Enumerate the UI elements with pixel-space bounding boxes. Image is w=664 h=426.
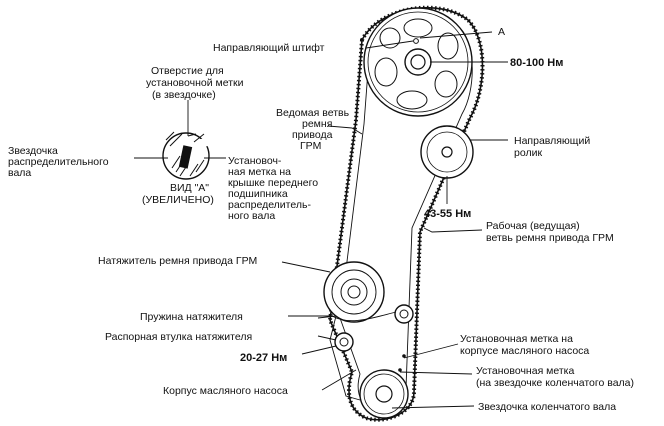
label-cam-sprocket-1: Звездочка [8,145,58,157]
label-guide-pin: Направляющий штифт [213,42,325,54]
label-cam-torque: 80-100 Нм [510,57,563,69]
label-mark-cover-5: распределитель- [228,199,311,211]
oil-pump-timing-mark [402,354,406,358]
label-tensioner-spring: Пружина натяжителя [140,311,243,323]
label-view-a-2: (УВЕЛИЧЕНО) [142,194,214,206]
label-tight-1: Рабочая (ведущая) [486,220,580,232]
label-idler-1: Направляющий [514,135,590,147]
label-tensioner: Натяжитель ремня привода ГРМ [98,255,257,267]
label-mark-cover-3: крышке переднего [228,177,318,189]
label-cam-sprocket-3: вала [8,167,31,179]
label-hole-1: Отверстие для [151,65,224,77]
leader-lines [134,31,508,409]
guide-pin-icon [413,38,419,44]
camshaft-sprocket [363,7,473,117]
detail-view-a [162,131,210,180]
label-mark-cover-4: подшипника [228,188,288,200]
label-pump-mark-1: Установочная метка на [460,333,573,345]
label-hole-3: (в звездочке) [152,89,216,101]
label-cam-sprocket-2: распределительного [8,156,109,168]
label-idler-torque: 43-55 Нм [424,208,471,220]
label-crank-sprocket: Звездочка коленчатого вала [478,401,616,413]
crankshaft-timing-mark [398,368,402,372]
label-slack-3: привода [292,129,333,141]
label-hole-2: установочной метки [146,77,244,89]
label-mark-cover-1: Установоч- [228,155,282,167]
label-crank-mark-1: Установочная метка [476,365,575,377]
labels: A Направляющий штифт 80-100 Нм Отверстие… [8,26,634,413]
timing-mark-slot [178,145,193,169]
label-point-a: A [498,26,505,38]
belt-tensioner [317,261,414,401]
label-view-a-1: ВИД "А" [170,182,209,194]
label-oil-pump-housing: Корпус масляного насоса [163,385,288,397]
label-slack-4: ГРМ [300,140,321,152]
label-tensioner-spacer: Распорная втулка натяжителя [105,331,252,343]
idler-roller [420,125,474,179]
label-pump-mark-2: корпусе масляного насоса [460,345,589,357]
label-tight-2: ветвь ремня привода ГРМ [486,232,614,244]
label-mark-cover-6: ного вала [228,210,275,222]
label-spacer-torque: 20-27 Нм [240,352,287,364]
label-idler-2: ролик [514,147,542,159]
label-mark-cover-2: ная метка на [228,166,291,178]
crankshaft-sprocket [359,354,409,419]
label-slack-1: Ведомая ветвь [276,107,350,119]
label-crank-mark-2: (на звездочке коленчатого вала) [476,377,634,389]
label-slack-2: ремня [302,118,332,130]
